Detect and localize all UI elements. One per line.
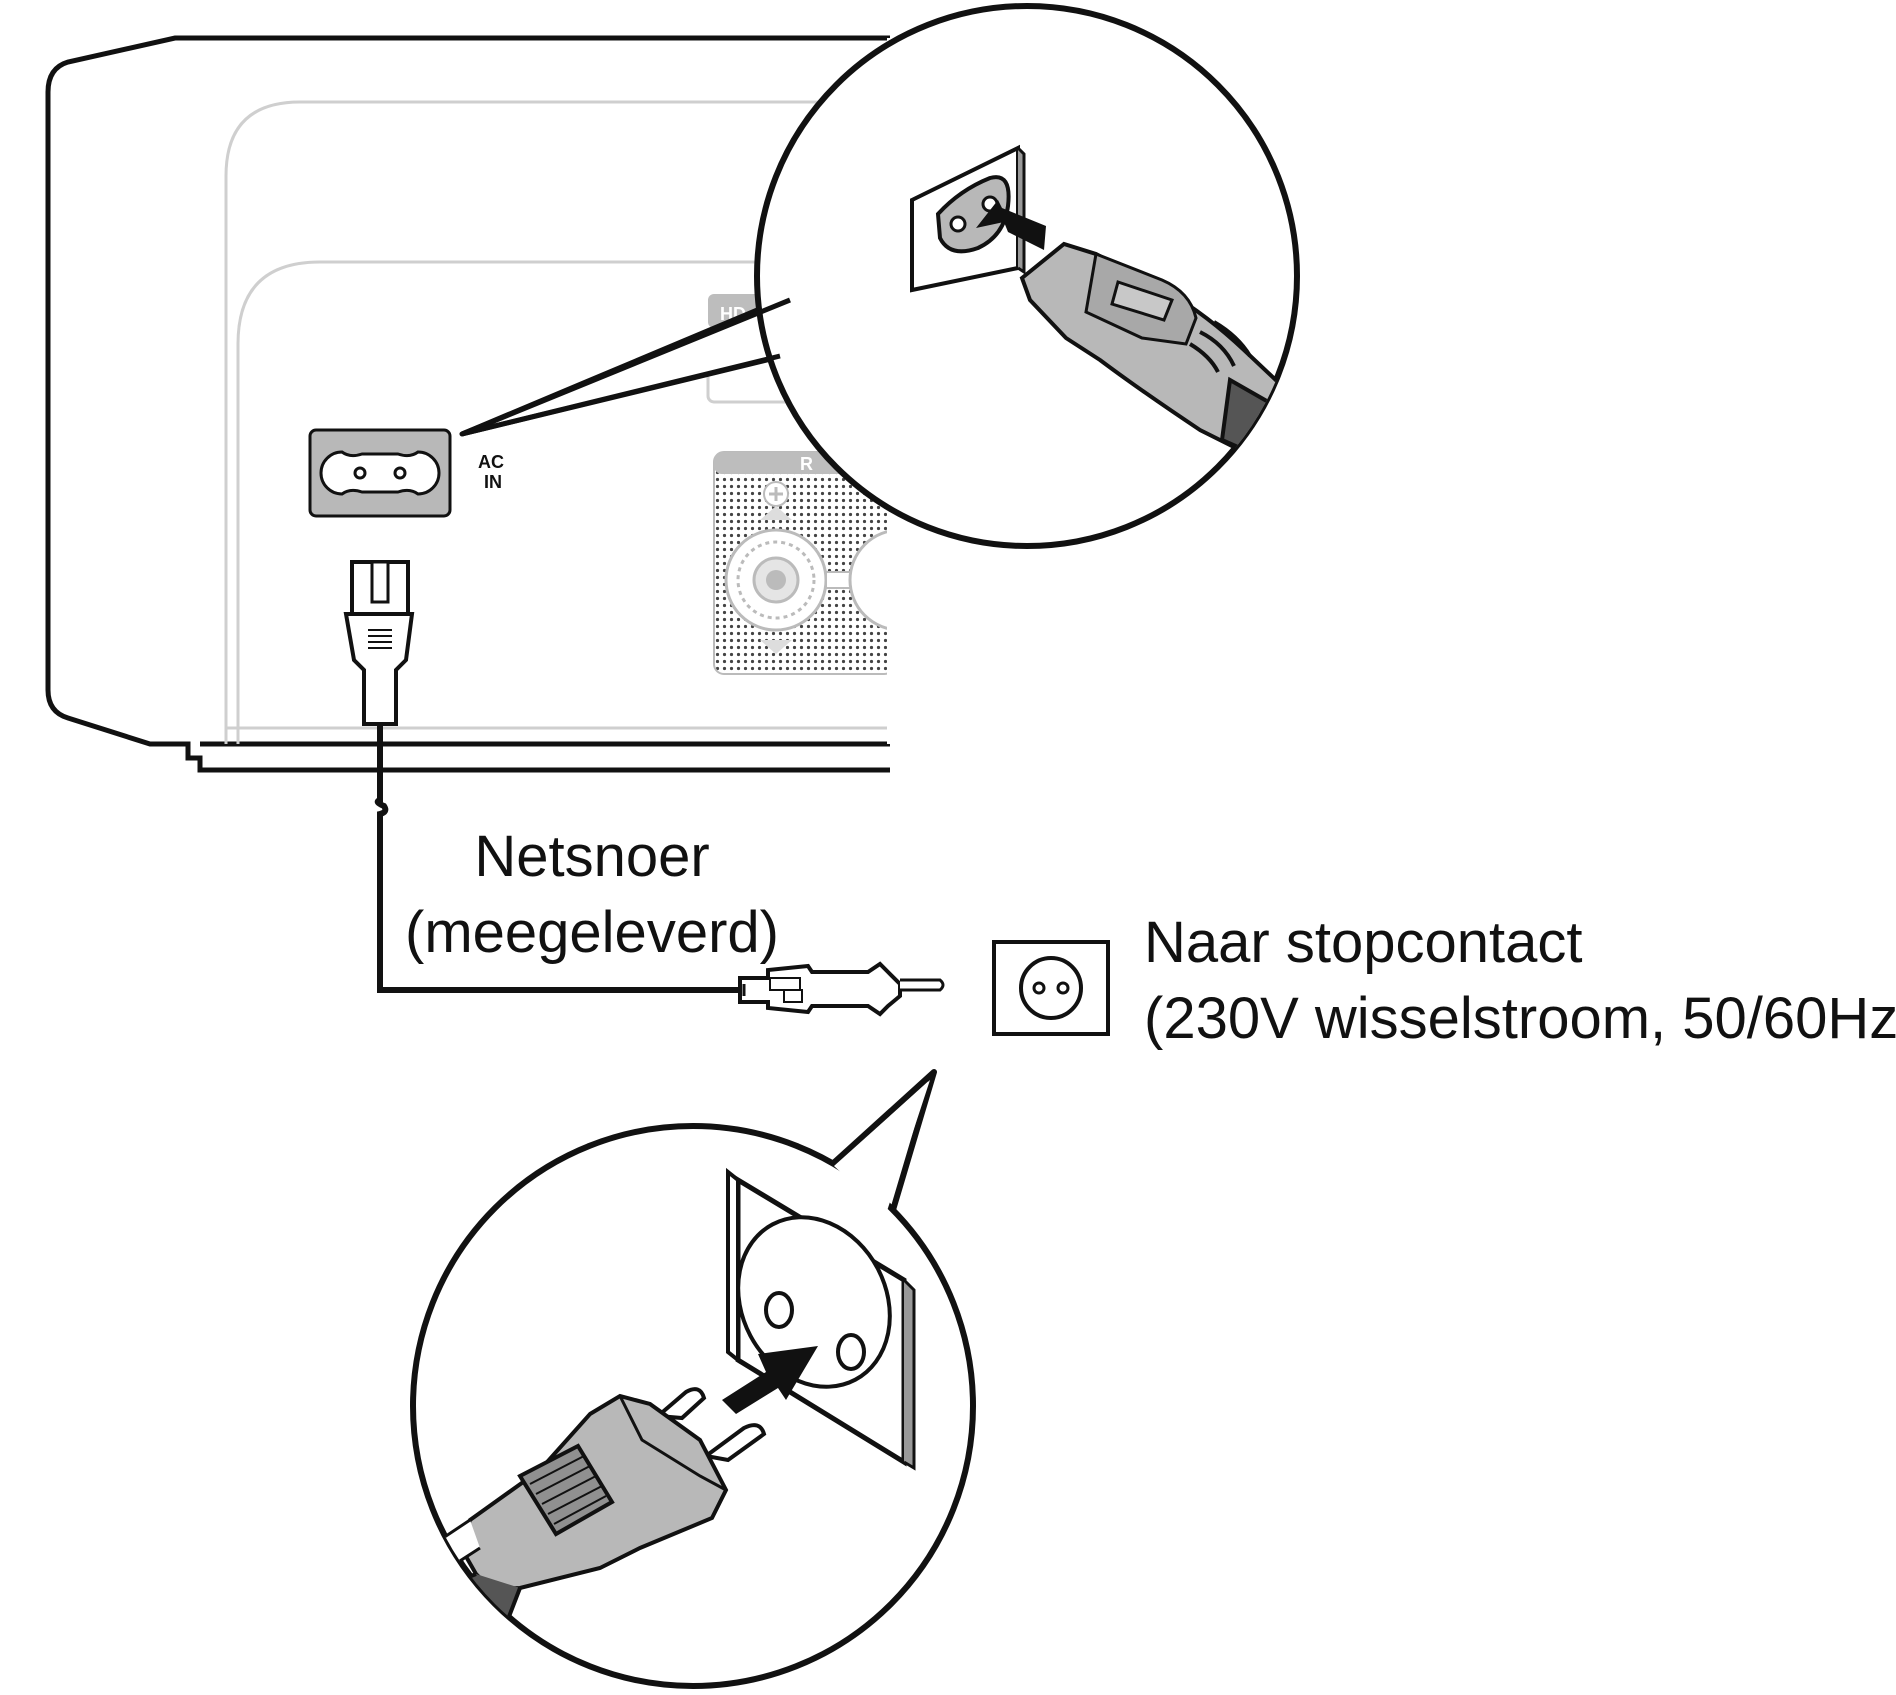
power-cord-label-line1: Netsnoer <box>474 824 709 889</box>
europlug-side <box>738 961 945 1017</box>
inlet-closeup <box>910 144 1026 293</box>
speaker-terminals: R <box>713 451 890 675</box>
wall-outlet <box>992 940 1110 1036</box>
power-cord-label: Netsnoer (meegeleverd) <box>405 824 779 965</box>
zoom-callout-inlet <box>459 3 1300 549</box>
outlet-label: Naar stopcontact (230V wisselstroom, 50/… <box>1144 910 1896 1051</box>
power-cord <box>343 560 945 1017</box>
figure8-ac-inlet-icon <box>319 450 441 496</box>
two-pin-wall-outlet-icon <box>1019 956 1083 1020</box>
power-cord-label-line2: (meegeleverd) <box>405 900 779 965</box>
insert-arrow-icon <box>722 1346 818 1414</box>
zoom-callout-outlet <box>410 1069 976 1689</box>
svg-text:R: R <box>800 454 813 474</box>
iec-plug-rear <box>343 560 415 726</box>
outlet-closeup <box>726 1167 916 1471</box>
plus-icon <box>763 481 789 507</box>
ac-inlet: AC IN <box>308 428 504 518</box>
outlet-label-line2: (230V wisselstroom, 50/60Hz) <box>1144 986 1896 1051</box>
ac-in-label-line2: IN <box>484 472 502 492</box>
insert-arrow-icon <box>976 200 1046 250</box>
ac-in-label-line1: AC <box>478 452 504 472</box>
outlet-label-line1: Naar stopcontact <box>1144 910 1582 975</box>
